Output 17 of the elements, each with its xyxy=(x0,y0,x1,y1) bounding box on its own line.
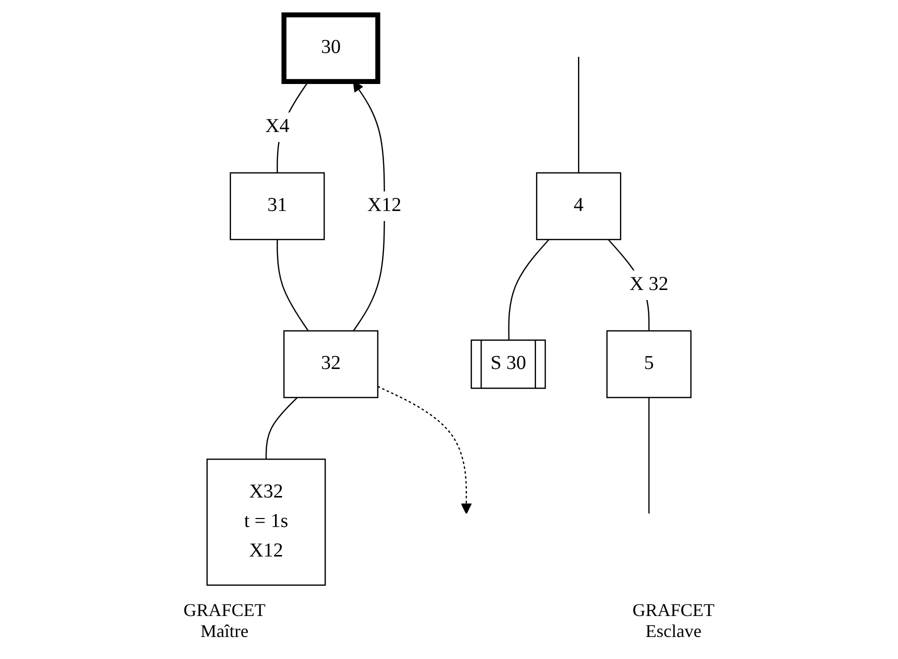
node-box: 4 xyxy=(536,172,622,240)
node-box: 32 xyxy=(283,330,378,398)
connector xyxy=(508,239,550,341)
connector xyxy=(578,56,580,173)
node-box: 30 xyxy=(281,12,380,84)
edge-label: X 32 xyxy=(629,274,668,296)
grafcet-caption: GRAFCET Maître xyxy=(182,600,266,642)
grafcet-caption: GRAFCET Esclave xyxy=(631,600,716,642)
node-box: 5 xyxy=(606,330,692,398)
edge-label: X12 xyxy=(367,195,402,216)
connector xyxy=(266,397,298,460)
node-box: 31 xyxy=(230,172,325,240)
connector xyxy=(648,398,650,514)
edge-label: X4 xyxy=(265,116,290,138)
node-box: X32 t = 1s X12 xyxy=(206,458,326,586)
arrow xyxy=(378,386,472,514)
connector xyxy=(276,240,309,332)
